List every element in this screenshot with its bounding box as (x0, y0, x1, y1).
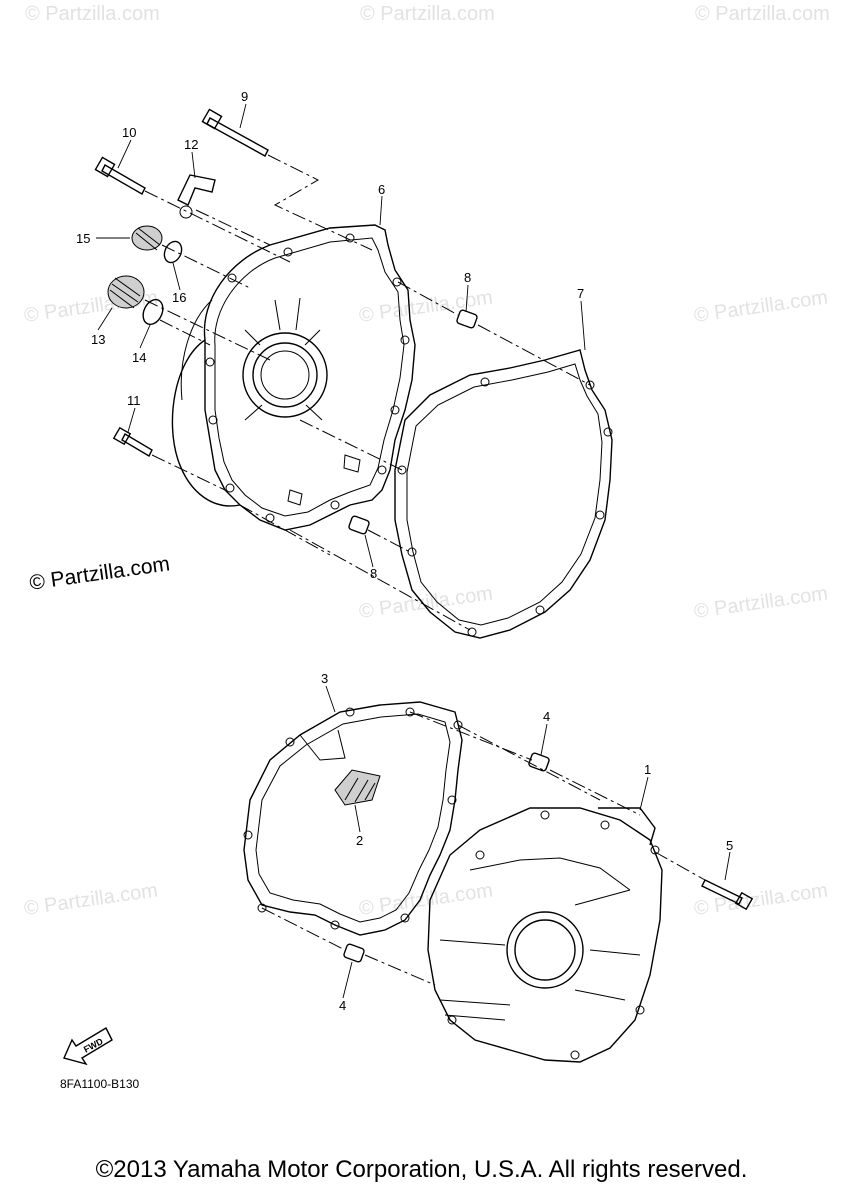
bolt-10 (94, 156, 146, 195)
fwd-arrow-icon: FWD (63, 1027, 113, 1066)
callout-11: 11 (127, 393, 141, 408)
callout-9: 9 (241, 89, 248, 104)
assembly-lines-lower (261, 711, 706, 986)
watermark: © Partzilla.com (25, 3, 160, 25)
callout-13: 13 (91, 332, 105, 347)
plug-13 (107, 275, 145, 309)
diagram-code: 8FA1100-B130 (60, 1077, 139, 1091)
callout-16: 16 (172, 290, 186, 305)
crankcase-cover-1 (427, 807, 663, 1063)
bolt-9 (201, 108, 269, 157)
callout-1: 1 (644, 762, 651, 777)
bracket-12 (177, 174, 216, 219)
callout-7: 7 (577, 286, 584, 301)
callout-15: 15 (76, 231, 90, 246)
bolt-11 (112, 426, 153, 457)
plug-15 (131, 225, 163, 251)
watermarks: © Partzilla.com © Partzilla.com © Partzi… (23, 3, 830, 920)
dowel-pin-8-lower (348, 515, 370, 535)
bolt-5 (701, 879, 754, 911)
leader-lines (96, 103, 731, 999)
callout-5: 5 (726, 838, 733, 853)
watermark: © Partzilla.com (23, 879, 160, 920)
watermark: © Partzilla.com (358, 286, 495, 327)
callouts: 9 10 12 6 7 8 8 15 16 13 14 11 3 2 4 1 5… (76, 89, 733, 1013)
watermark: © Partzilla.com (693, 879, 830, 920)
callout-12: 12 (184, 137, 198, 152)
callout-8-upper: 8 (464, 270, 471, 285)
watermark: © Partzilla.com (693, 286, 830, 327)
callout-10: 10 (122, 125, 136, 140)
callout-4-upper: 4 (543, 709, 550, 724)
callout-2: 2 (356, 833, 363, 848)
gasket-7 (394, 349, 613, 639)
callout-14: 14 (132, 350, 146, 365)
watermark: © Partzilla.com (695, 3, 830, 25)
dowel-pin-4-upper (528, 752, 550, 772)
callout-4-lower: 4 (339, 998, 346, 1013)
grommet-2 (334, 769, 381, 806)
flange-bolt-holes (205, 233, 410, 523)
crankcase-cover-6 (171, 224, 416, 531)
o-ring-14 (142, 298, 164, 326)
dowel-pin-8-upper (456, 309, 478, 329)
copyright-notice: ©2013 Yamaha Motor Corporation, U.S.A. A… (95, 1156, 748, 1183)
dowel-pin-4-lower (343, 943, 365, 963)
watermark: © Partzilla.com (693, 582, 830, 623)
callout-6: 6 (378, 182, 385, 197)
gasket-3 (243, 701, 463, 936)
callout-8-lower: 8 (370, 566, 377, 581)
o-ring-16 (163, 240, 183, 264)
callout-3: 3 (321, 671, 328, 686)
watermark: © Partzilla.com (360, 3, 495, 25)
assembly-lines-upper (144, 154, 591, 631)
